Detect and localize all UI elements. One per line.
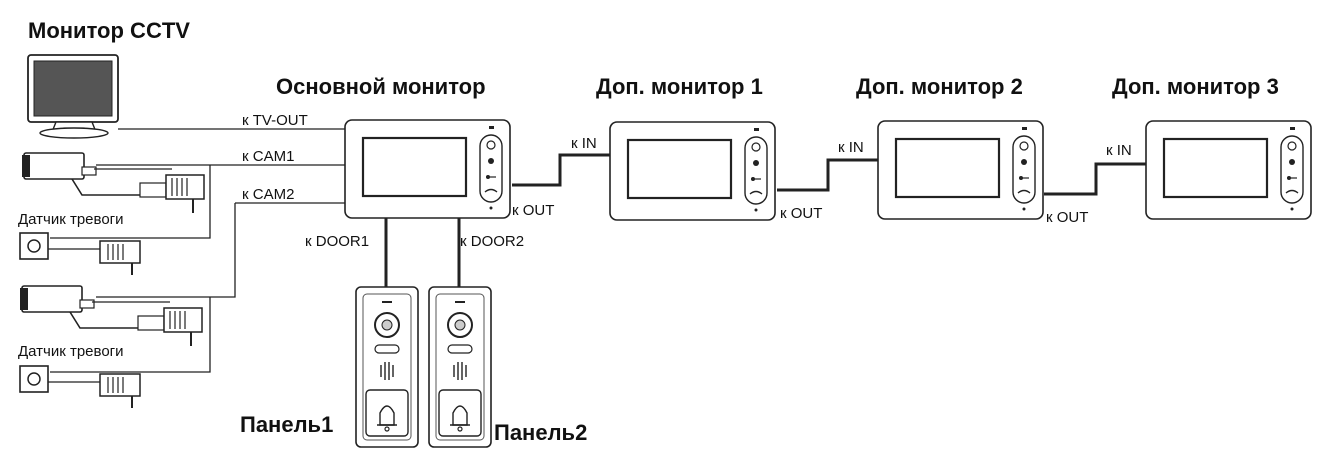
main-out-label: к OUT: [512, 202, 554, 219]
wiring: [50, 128, 1146, 373]
camera-2-icon: [19, 285, 203, 347]
ext-monitor-1-icon: [608, 120, 777, 222]
door2-label: к DOOR2: [460, 233, 524, 250]
ext-monitor-2-icon: [876, 119, 1045, 221]
ext2-in-label: к IN: [838, 139, 864, 156]
panel-2-title: Панель2: [494, 420, 587, 445]
camera-1-icon: [21, 152, 205, 214]
door-panel-2-icon: [428, 286, 492, 448]
ext-monitor-3-title: Доп. монитор 3: [1112, 74, 1279, 99]
ext-monitor-2-title: Доп. монитор 2: [856, 74, 1023, 99]
ext2-out-label: к OUT: [1046, 209, 1088, 226]
ext-monitor-1-title: Доп. монитор 1: [596, 74, 763, 99]
tv-out-label: к TV-OUT: [242, 112, 308, 129]
ext-monitor-3-icon: [1144, 119, 1313, 221]
alarm-sensor-2-label: Датчик тревоги: [18, 343, 124, 360]
main-monitor-icon: [343, 118, 512, 220]
door1-label: к DOOR1: [305, 233, 369, 250]
alarm-sensor-1-label: Датчик тревоги: [18, 211, 124, 228]
ext1-in-label: к IN: [571, 135, 597, 152]
ext1-out-label: к OUT: [780, 205, 822, 222]
cctv-monitor-title: Монитор CCTV: [28, 18, 190, 43]
cctv-monitor-icon: [27, 54, 119, 139]
cam2-label: к CAM2: [242, 186, 294, 203]
main-monitor-title: Основной монитор: [276, 74, 486, 99]
alarm-sensor-1-icon: [19, 232, 141, 276]
cam1-label: к CAM1: [242, 148, 294, 165]
door-panel-1-icon: [355, 286, 419, 448]
panel-1-title: Панель1: [240, 412, 333, 437]
ext3-in-label: к IN: [1106, 142, 1132, 159]
